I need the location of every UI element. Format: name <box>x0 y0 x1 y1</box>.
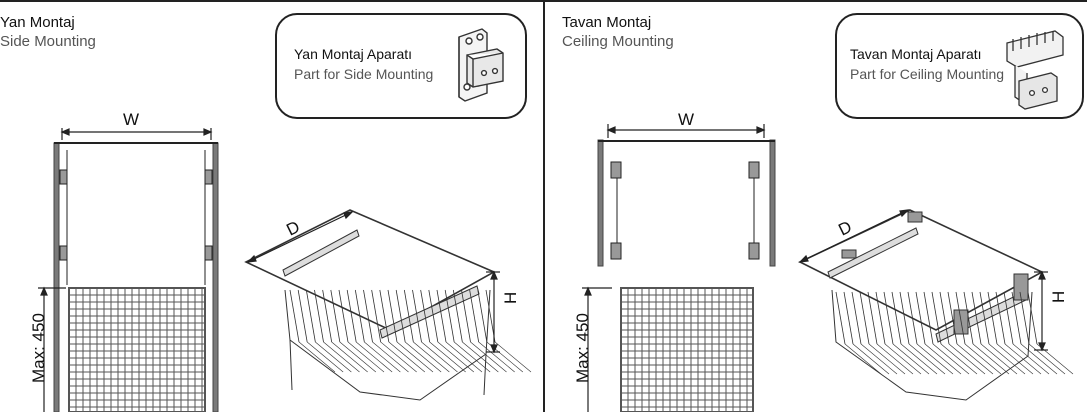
cabinet-front-view <box>53 142 219 412</box>
depth-dimension <box>798 209 910 263</box>
side-mounting-panel: Yan Montaj Side Mounting Yan Montaj Apar… <box>0 13 532 412</box>
max-height-dimension <box>582 286 612 412</box>
max-height-dimension <box>38 286 66 412</box>
callout-label: Tavan Montaj Aparatı Part for Ceiling Mo… <box>850 44 1004 84</box>
depth-dimension <box>246 211 354 263</box>
basket-isometric <box>798 209 1074 401</box>
callout-tr: Tavan Montaj Aparatı <box>850 46 982 62</box>
callout-tr: Yan Montaj Aparatı <box>294 46 413 62</box>
ceiling-mounting-panel: Tavan Montaj Ceiling Mounting Tavan Mont… <box>546 0 1087 412</box>
title-en: Ceiling Mounting <box>562 33 674 50</box>
dim-max-label: Max: 450 <box>573 313 592 383</box>
side-mounting-drawing: W Max: 450 D <box>29 110 532 412</box>
callout-en: Part for Ceiling Mounting <box>850 66 1005 82</box>
dim-h-label: H <box>1049 291 1068 303</box>
width-dimension <box>60 128 213 140</box>
callout-label: Yan Montaj Aparatı Part for Side Mountin… <box>294 44 433 84</box>
height-dimension <box>486 270 500 354</box>
title-tr: Tavan Montaj <box>562 14 652 31</box>
cabinet-front-view <box>597 139 776 267</box>
side-bracket-callout: Yan Montaj Aparatı Part for Side Mountin… <box>275 13 527 119</box>
title-en: Side Mounting <box>0 33 96 50</box>
panel-title: Tavan Montaj Ceiling Mounting <box>562 13 674 51</box>
dim-h-label: H <box>501 292 520 304</box>
dim-max-label: Max: 450 <box>29 313 48 383</box>
dim-d-label: D <box>283 217 302 239</box>
callout-en: Part for Side Mounting <box>294 66 434 82</box>
title-tr: Yan Montaj <box>0 14 75 31</box>
ceiling-bracket-icon <box>1006 30 1064 110</box>
dim-w-label: W <box>678 110 694 129</box>
basket-front-grid <box>620 287 754 412</box>
dim-w-label: W <box>123 110 139 129</box>
width-dimension <box>606 124 766 138</box>
basket-front-grid <box>68 287 206 412</box>
ceiling-bracket-callout: Tavan Montaj Aparatı Part for Ceiling Mo… <box>835 13 1084 119</box>
basket-isometric <box>244 209 532 401</box>
ceiling-mounting-drawing: W Max: 450 D <box>573 110 1074 412</box>
height-dimension <box>1034 270 1048 352</box>
dim-d-label: D <box>835 217 854 239</box>
side-bracket-icon <box>458 28 504 102</box>
panel-divider <box>543 0 545 412</box>
panel-title: Yan Montaj Side Mounting <box>0 13 96 51</box>
